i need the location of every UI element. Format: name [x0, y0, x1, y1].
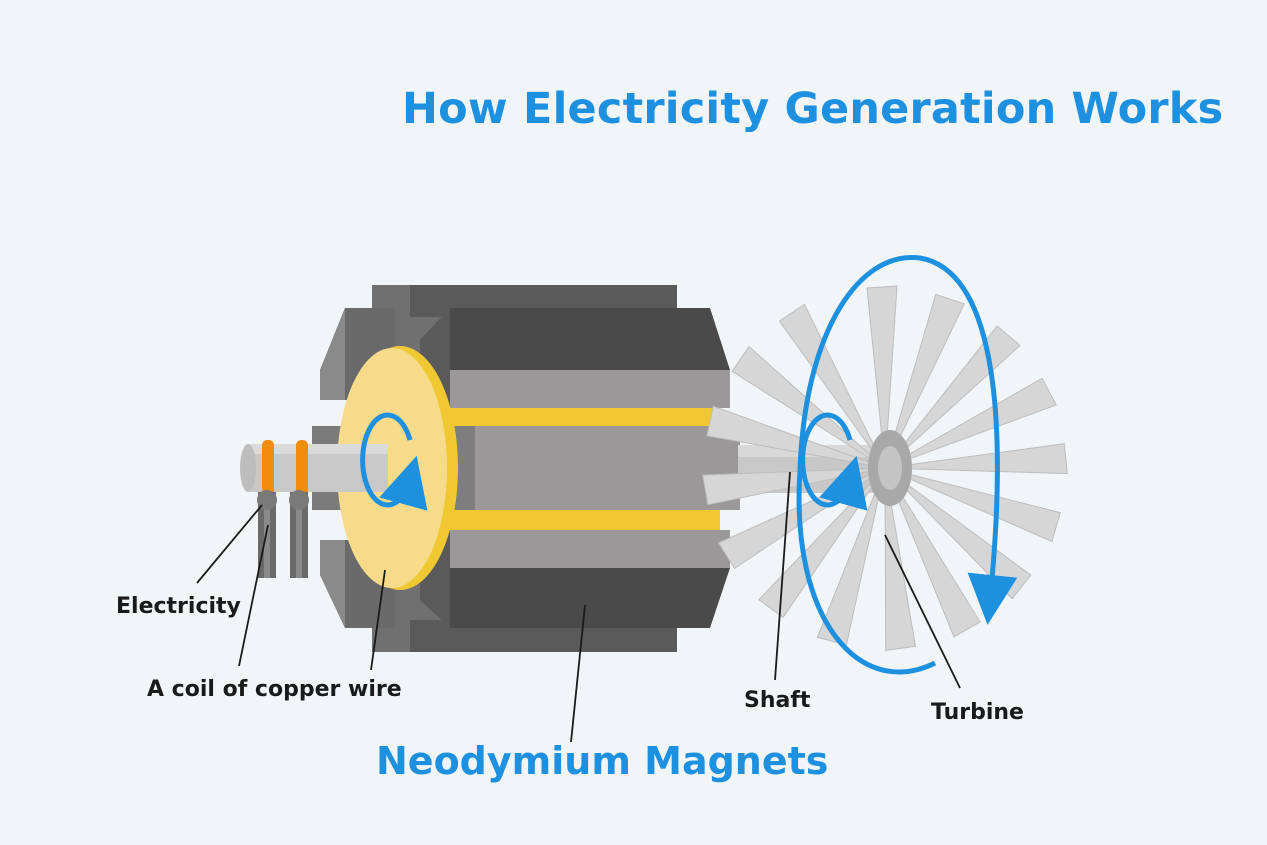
magnet-bottom: [450, 530, 730, 568]
magnet-middle: [445, 426, 740, 510]
turbine-rotation-arrow-icon: [796, 254, 1018, 675]
leader-lines: [196, 471, 961, 743]
label-coil: A coil of copper wire: [147, 677, 402, 702]
label-electricity: Electricity: [116, 594, 241, 619]
label-shaft: Shaft: [744, 688, 811, 713]
copper-ring: [296, 440, 308, 496]
magnet-top: [450, 308, 730, 370]
page-title: How Electricity Generation Works: [402, 84, 1224, 134]
rotation-arrow-icon: [360, 412, 428, 511]
copper-ring: [262, 440, 274, 496]
label-magnets: Neodymium Magnets: [376, 739, 829, 783]
generator-body: [312, 285, 740, 652]
label-turbine: Turbine: [931, 700, 1024, 725]
